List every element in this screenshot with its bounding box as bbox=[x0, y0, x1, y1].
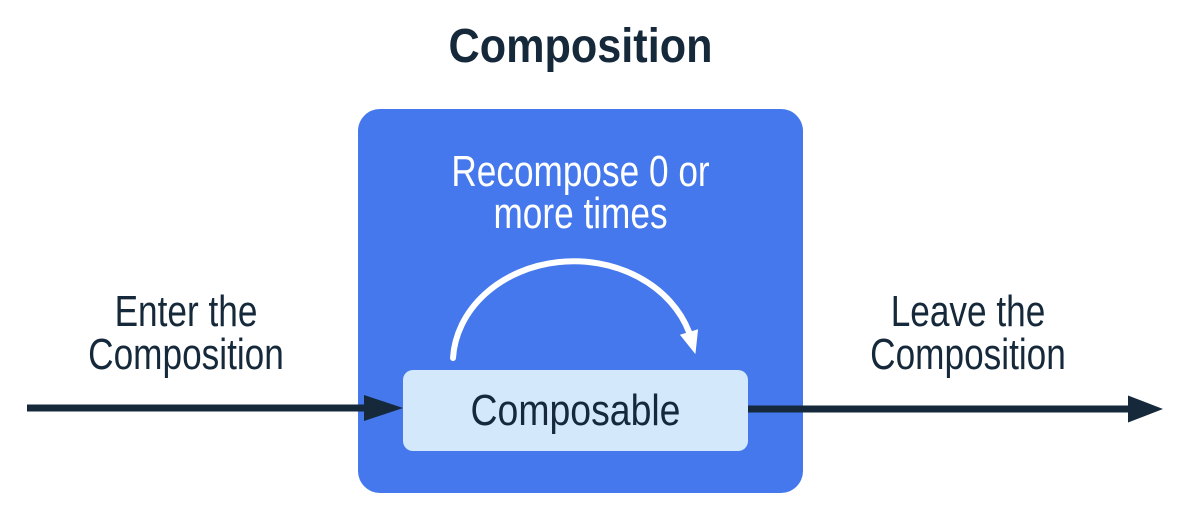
leave-label-line2: Composition bbox=[870, 330, 1066, 379]
leave-composition-label: Leave the Composition bbox=[848, 287, 1088, 379]
leave-arrow-icon bbox=[748, 395, 1163, 423]
diagram-title: Composition bbox=[448, 20, 713, 73]
leave-arrow-head bbox=[1128, 395, 1163, 423]
recompose-label-line2: more times bbox=[493, 189, 668, 238]
enter-label-line1: Enter the bbox=[114, 287, 258, 336]
leave-label-line1: Leave the bbox=[890, 287, 1046, 336]
composable-label: Composable bbox=[470, 385, 681, 435]
recompose-label-line1: Recompose 0 or bbox=[451, 147, 710, 196]
recompose-label: Recompose 0 or more times bbox=[403, 147, 759, 238]
enter-composition-label: Enter the Composition bbox=[66, 287, 306, 379]
composable-box bbox=[403, 370, 748, 451]
enter-arrow-icon bbox=[27, 395, 403, 421]
enter-label-line2: Composition bbox=[88, 330, 284, 379]
